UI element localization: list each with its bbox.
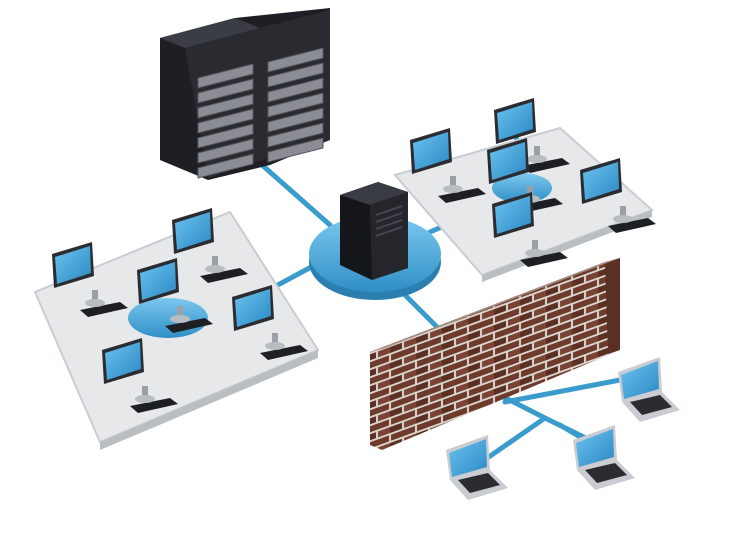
right-lan-platform-edge [482, 210, 652, 282]
drive-bay [197, 93, 254, 119]
server-rack-icon [160, 8, 330, 180]
tower-server-icon [340, 182, 408, 280]
drive-bay [197, 78, 254, 104]
screen [413, 132, 449, 170]
screen [175, 212, 211, 250]
drive-bay [267, 107, 324, 133]
right-lan-hub [492, 173, 552, 203]
desktop-computer-icon [492, 192, 568, 267]
left-lan-platform-edge [100, 350, 318, 450]
desktop-computer-icon [137, 258, 213, 333]
cable-hub-to-firewall [397, 287, 443, 333]
laptop-icon [573, 425, 635, 490]
desktop-computer-icon [52, 242, 128, 317]
screen [583, 162, 619, 200]
drive-bay [267, 47, 324, 73]
drive-bay [267, 137, 324, 163]
screen [140, 262, 176, 300]
desktop-computer-icon [410, 128, 486, 203]
drive-bay [267, 122, 324, 148]
laptop-icon [446, 435, 508, 500]
screen [235, 289, 271, 327]
drive-bay [267, 77, 324, 103]
drive-bay [197, 108, 254, 134]
drive-bay [197, 63, 254, 89]
desktop-computer-icon [232, 285, 308, 360]
left-lan-hub [128, 298, 208, 338]
drive-bay [197, 138, 254, 164]
screen [105, 342, 141, 380]
screen [490, 142, 526, 180]
brick-firewall-icon [370, 258, 620, 450]
drive-bay [267, 62, 324, 88]
screen [497, 102, 533, 140]
screen [621, 361, 659, 399]
desktop-computer-icon [494, 98, 570, 173]
drive-bay [197, 153, 254, 179]
screen [449, 439, 487, 477]
screen [55, 246, 91, 284]
cable-wan [467, 377, 623, 473]
drive-bay [197, 123, 254, 149]
screen [576, 429, 614, 467]
laptop-icon [618, 357, 680, 422]
desktop-computer-icon [172, 208, 248, 283]
screen [495, 196, 531, 234]
drive-bay [267, 92, 324, 118]
desktop-computer-icon [580, 158, 656, 233]
desktop-computer-icon [102, 338, 178, 413]
cable-rack-to-hub [259, 162, 333, 228]
